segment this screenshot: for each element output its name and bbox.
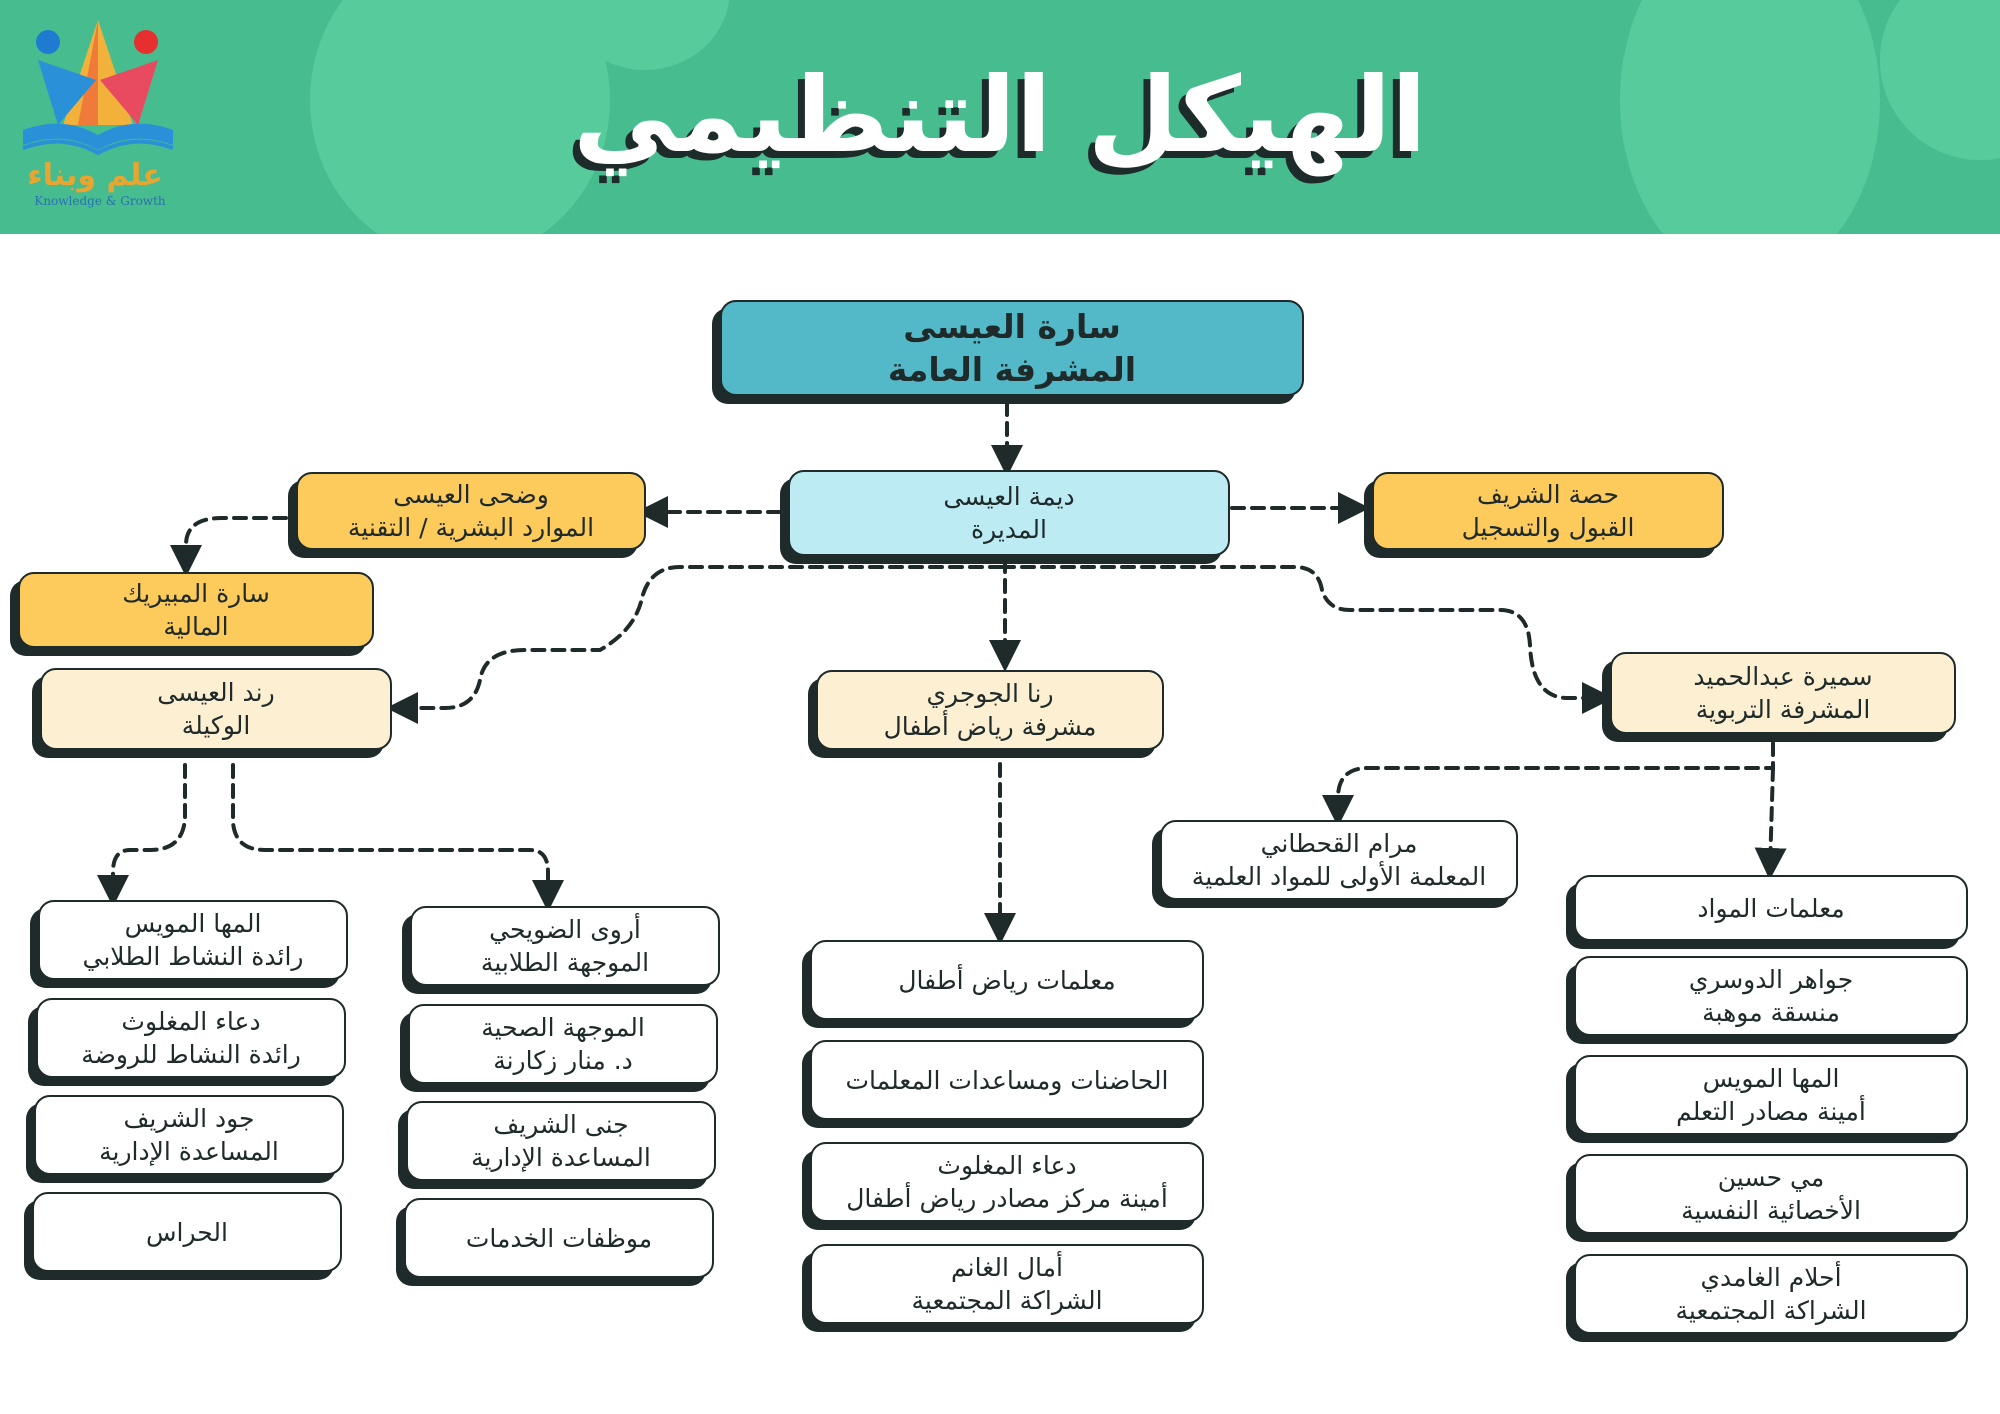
node-name: سارة المبيريك: [122, 579, 270, 608]
node-name: أروى الضويحي: [489, 915, 641, 944]
decor-blob: [1620, 0, 1880, 234]
node-name: دعاء المغلوث: [937, 1151, 1077, 1180]
node-name: أمال الغانم: [951, 1253, 1063, 1282]
node-role: المالية: [163, 612, 229, 641]
node-kg-activity-lead: دعاء المغلوث رائدة النشاط للروضة: [36, 998, 346, 1078]
node-role: منسقة موهبة: [1702, 998, 1840, 1027]
node-role: القبول والتسجيل: [1461, 513, 1635, 542]
node-psychologist: مي حسين الأخصائية النفسية: [1574, 1154, 1968, 1234]
node-guards: الحراس: [32, 1192, 342, 1272]
node-role: أمينة مصادر التعلم: [1676, 1097, 1866, 1126]
node-name: جنى الشريف: [493, 1110, 629, 1139]
node-admin-assistant-1: جود الشريف المساعدة الإدارية: [34, 1095, 344, 1175]
node-finance: سارة المبيريك المالية: [18, 572, 374, 648]
node-kindergarten-supervisor: رنا الجوجري مشرفة رياض أطفال: [816, 670, 1164, 750]
node-nannies: الحاضنات ومساعدات المعلمات: [810, 1040, 1204, 1120]
node-educational-supervisor: سميرة عبدالحميد المشرفة التربوية: [1610, 652, 1956, 734]
node-admin-assistant-2: جنى الشريف المساعدة الإدارية: [406, 1101, 716, 1181]
node-name: سميرة عبدالحميد: [1693, 662, 1873, 691]
node-role: المشرفة العامة: [887, 350, 1137, 389]
node-name: وضحى العيسى: [393, 480, 549, 509]
node-kg-resources: دعاء المغلوث أمينة مركز مصادر رياض أطفال: [810, 1142, 1204, 1222]
decor-blob: [310, 0, 610, 234]
node-role: مشرفة رياض أطفال: [883, 712, 1097, 741]
node-name: المها المويس: [1702, 1064, 1840, 1093]
node-community-1: أمال الغانم الشراكة المجتمعية: [810, 1244, 1204, 1324]
node-name: مي حسين: [1717, 1163, 1825, 1192]
node-name: جواهر الدوسري: [1688, 965, 1854, 994]
node-name: معلمات رياض أطفال: [898, 965, 1116, 995]
node-role: المعلمة الأولى للمواد العلمية: [1191, 862, 1487, 891]
node-general-supervisor: سارة العيسى المشرفة العامة: [720, 300, 1304, 396]
node-learning-resources: المها المويس أمينة مصادر التعلم: [1574, 1055, 1968, 1135]
node-role: د. منار زكارنة: [493, 1046, 633, 1075]
node-name: الحراس: [146, 1217, 228, 1247]
page-title: الهيكل التنظيمي: [573, 54, 1427, 176]
node-director: ديمة العيسى المديرة: [788, 470, 1230, 556]
node-science-lead: مرام القحطاني المعلمة الأولى للمواد العل…: [1160, 820, 1518, 900]
node-name: الموجهة الصحية: [481, 1013, 645, 1042]
logo-icon: [22, 20, 174, 156]
node-service-staff: موظفات الخدمات: [404, 1198, 714, 1278]
node-health-counselor: الموجهة الصحية د. منار زكارنة: [408, 1004, 718, 1084]
node-admissions: حصة الشريف القبول والتسجيل: [1372, 472, 1724, 550]
node-name: دعاء المغلوث: [121, 1007, 261, 1036]
node-name: معلمات المواد: [1697, 893, 1845, 923]
node-gifted: جواهر الدوسري منسقة موهبة: [1574, 956, 1968, 1036]
node-community-2: أحلام الغامدي الشراكة المجتمعية: [1574, 1254, 1968, 1334]
node-name: مرام القحطاني: [1260, 829, 1418, 858]
node-role: الموارد البشرية / التقنية: [347, 513, 595, 542]
node-name: جود الشريف: [123, 1104, 255, 1133]
node-name: حصة الشريف: [1477, 480, 1619, 509]
node-hr-it: وضحى العيسى الموارد البشرية / التقنية: [296, 472, 646, 550]
node-role: الوكيلة: [181, 711, 251, 740]
node-role: الموجهة الطلابية: [480, 948, 650, 977]
node-role: الشراكة المجتمعية: [911, 1286, 1103, 1315]
logo-subtext: Knowledge & Growth: [34, 194, 166, 208]
node-name: أحلام الغامدي: [1700, 1263, 1842, 1292]
node-kg-teachers: معلمات رياض أطفال: [810, 940, 1204, 1020]
node-role: المشرفة التربوية: [1695, 695, 1871, 724]
node-student-counselor: أروى الضويحي الموجهة الطلابية: [410, 906, 720, 986]
node-role: الشراكة المجتمعية: [1675, 1296, 1867, 1325]
node-deputy: رند العيسى الوكيلة: [40, 668, 392, 750]
node-role: المساعدة الإدارية: [99, 1137, 279, 1166]
node-name: ديمة العيسى: [943, 482, 1075, 511]
node-role: رائدة النشاط للروضة: [81, 1040, 301, 1069]
node-name: الحاضنات ومساعدات المعلمات: [845, 1065, 1169, 1095]
node-name: رند العيسى: [157, 678, 275, 707]
node-name: المها المويس: [124, 909, 262, 938]
node-role: المساعدة الإدارية: [471, 1143, 651, 1172]
node-role: أمينة مركز مصادر رياض أطفال: [846, 1184, 1168, 1213]
node-name: موظفات الخدمات: [465, 1223, 653, 1253]
node-role: الأخصائية النفسية: [1681, 1196, 1861, 1225]
node-name: رنا الجوجري: [926, 679, 1054, 708]
node-subject-teachers: معلمات المواد: [1574, 875, 1968, 941]
node-activity-lead: المها المويس رائدة النشاط الطلابي: [38, 900, 348, 980]
node-role: رائدة النشاط الطلابي: [82, 942, 304, 971]
node-name: سارة العيسى: [903, 307, 1121, 346]
header-banner: علم وبناء Knowledge & Growth الهيكل التن…: [0, 0, 2000, 234]
logo-text: علم وبناء: [27, 158, 163, 193]
node-role: المديرة: [971, 515, 1047, 544]
